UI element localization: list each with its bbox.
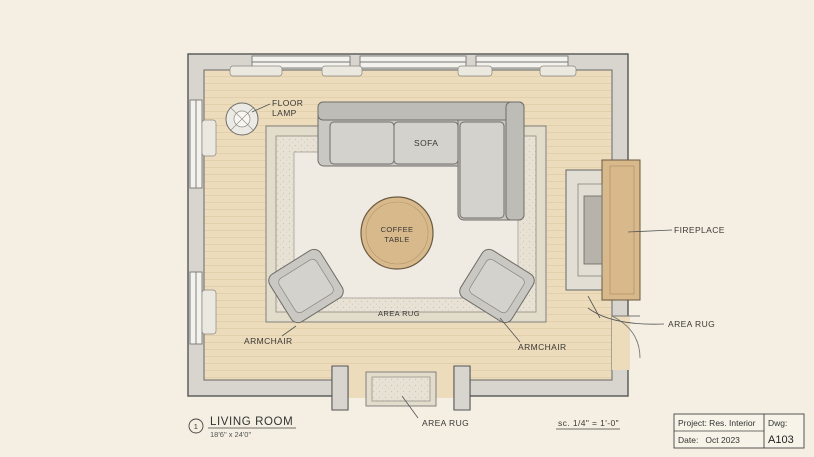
leader-lines	[251, 103, 673, 419]
label-fireplace: FIREPLACE	[674, 225, 725, 235]
windows-left	[189, 99, 203, 345]
scale-note: sc. 1/4" = 1'-0"	[558, 418, 619, 428]
label-area-rug-right: AREA RUG	[668, 319, 715, 329]
title-block-dwg-number: A103	[768, 434, 794, 446]
armchair-right	[459, 248, 535, 324]
coffee-table	[360, 196, 434, 270]
title-number: 1	[194, 422, 199, 431]
curtains-left	[201, 119, 217, 335]
label-sofa: SOFA	[414, 138, 438, 148]
label-armchair-left: ARMCHAIR	[244, 336, 293, 346]
fireplace	[565, 159, 641, 301]
label-armchair-right: ARMCHAIR	[518, 342, 567, 352]
title-block-project: Project: Res. Interior	[678, 418, 756, 428]
label-coffee-table-1: COFFEE	[381, 225, 414, 234]
label-area-rug-entry: AREA RUG	[422, 418, 469, 428]
curtains-top	[229, 65, 577, 77]
room-name: LIVING ROOM	[210, 416, 293, 428]
title-block: Project: Res. Interior Date: Oct 2023 Dw…	[673, 413, 805, 449]
label-floor-lamp-1: FLOOR	[272, 98, 303, 108]
title-block-date: Date: Oct 2023	[678, 435, 740, 445]
label-area-rug-main: AREA RUG	[378, 309, 420, 318]
title-block-dwg-label: Dwg:	[768, 418, 787, 428]
floor-lamp	[225, 102, 259, 136]
windows-top	[251, 55, 569, 69]
label-coffee-table-2: TABLE	[384, 235, 409, 244]
area-rug-entry	[365, 371, 437, 407]
label-floor-lamp-2: LAMP	[272, 108, 297, 118]
armchair-left	[268, 248, 344, 324]
sofa	[317, 101, 525, 221]
room-dimensions: 18'6" x 24'0"	[210, 430, 251, 439]
drawing-title: 1 LIVING ROOM 18'6" x 24'0"	[188, 416, 296, 439]
